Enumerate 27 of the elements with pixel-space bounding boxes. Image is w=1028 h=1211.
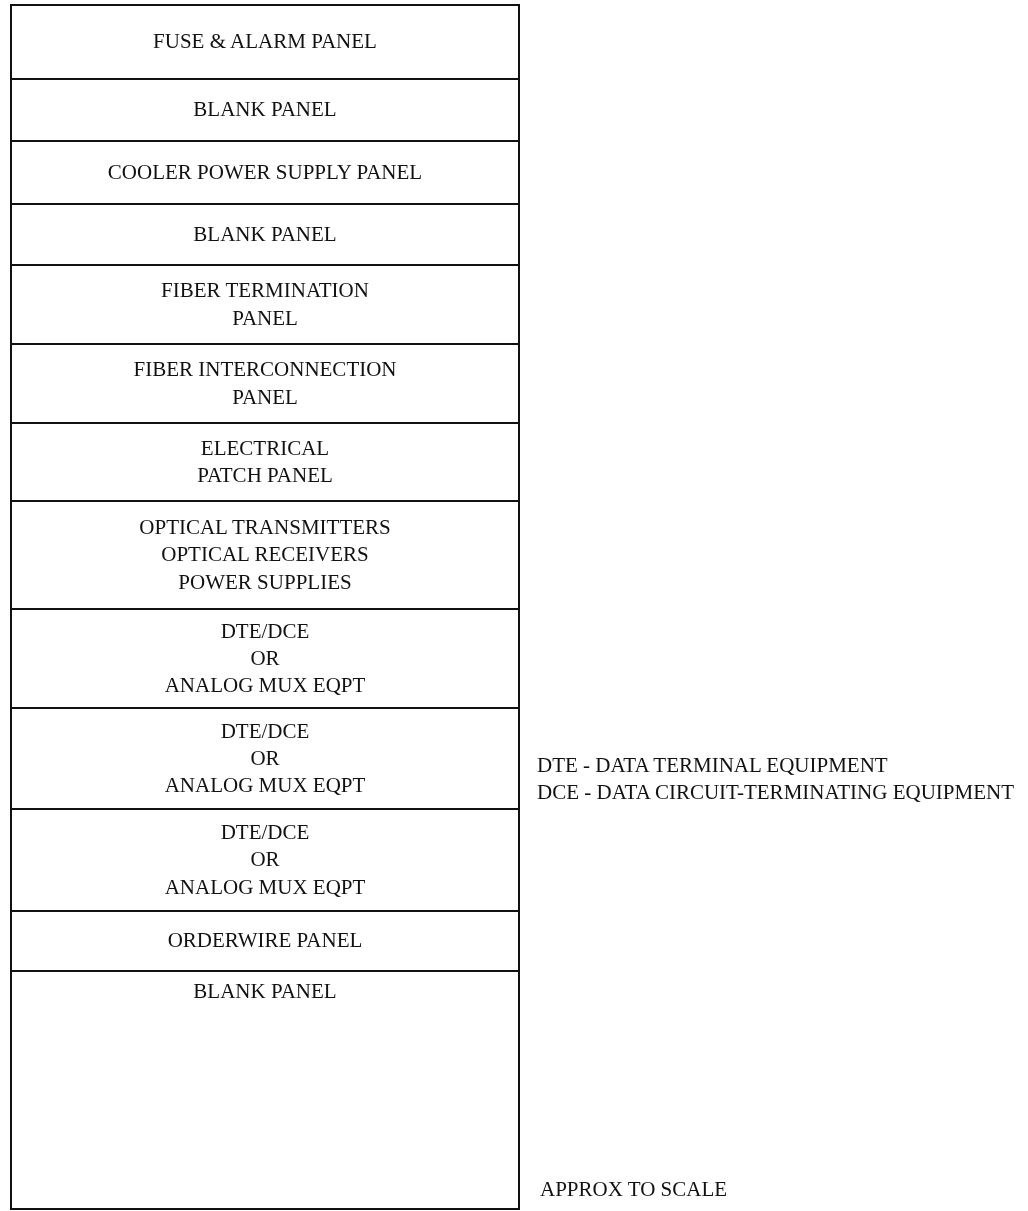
panel-label: POWER SUPPLIES (178, 568, 352, 596)
panel-label: OR (250, 846, 280, 874)
panel-label: FIBER INTERCONNECTION (133, 356, 397, 384)
panel-label: OPTICAL TRANSMITTERS (139, 514, 391, 542)
panel-label: OR (250, 644, 280, 672)
panel-label: DTE/DCE (220, 617, 310, 645)
abbreviation-note: DCE - DATA CIRCUIT-TERMINATING EQUIPMENT (537, 779, 1016, 806)
panel-label: ORDERWIRE PANEL (167, 927, 363, 955)
scale-note: APPROX TO SCALE (540, 1176, 729, 1203)
panel-label: ELECTRICAL (200, 434, 330, 462)
panel-label: OPTICAL RECEIVERS (161, 541, 369, 569)
panel-label: FUSE & ALARM PANEL (153, 28, 377, 56)
panel-label: BLANK PANEL (193, 220, 337, 248)
panel-label: BLANK PANEL (193, 978, 337, 1005)
panel-label: BLANK PANEL (193, 96, 337, 124)
panel-label: ANALOG MUX EQPT (164, 772, 366, 800)
panel-label: ANALOG MUX EQPT (164, 672, 366, 700)
panel-label: COOLER POWER SUPPLY PANEL (107, 158, 423, 186)
panel-label: PANEL (232, 304, 298, 332)
panel-label: DTE/DCE (220, 717, 310, 745)
panel-label: DTE/DCE (220, 819, 310, 847)
panel-label: OR (250, 744, 280, 772)
panel-label: FIBER TERMINATION (161, 277, 369, 305)
panel-label: PANEL (232, 383, 298, 411)
panel-label: ANALOG MUX EQPT (164, 873, 366, 901)
abbreviation-note: DTE - DATA TERMINAL EQUIPMENT (537, 752, 889, 779)
panel-label: PATCH PANEL (197, 462, 333, 489)
